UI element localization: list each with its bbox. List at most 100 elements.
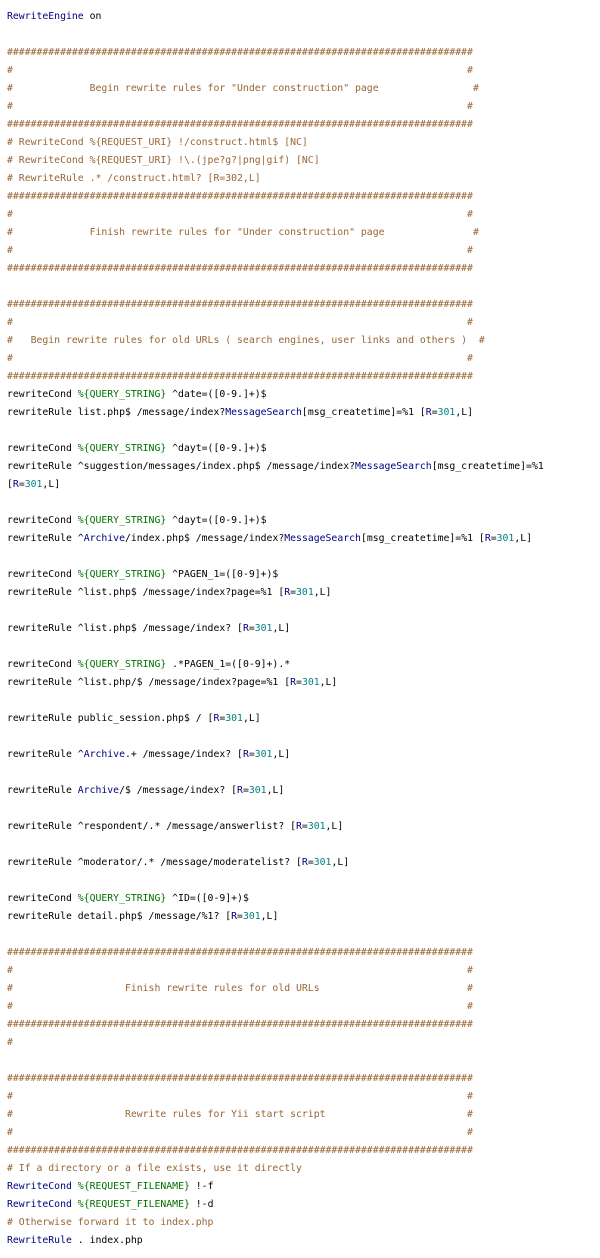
code-token: RewriteEngine: [7, 11, 84, 22]
comment-text: #: [7, 1037, 13, 1048]
code-token: ^PAGEN_1=([0-9]+)$: [166, 569, 279, 580]
code-line: rewriteRule Archive/$ /message/index? [R…: [7, 782, 600, 800]
comment-text: ########################################…: [7, 47, 473, 58]
comment-line: # #: [7, 98, 600, 116]
comment-line: # #: [7, 1088, 600, 1106]
code-token: .+ /message/index? [: [124, 749, 243, 760]
code-token: on: [83, 11, 102, 22]
code-token: rewriteCond: [7, 659, 78, 670]
comment-line: # Finish rewrite rules for old URLs #: [7, 980, 600, 998]
code-token: rewriteRule public_session.php$ / [: [7, 713, 214, 724]
comment-text: # #: [7, 245, 473, 256]
code-token: R: [296, 821, 302, 832]
comment-text: # #: [7, 1127, 473, 1138]
blank-line: [7, 800, 600, 818]
code-token: !-d: [189, 1199, 214, 1210]
code-token: rewriteRule ^respondent/.* /message/answ…: [7, 821, 297, 832]
comment-line: # #: [7, 242, 600, 260]
code-token: rewriteRule ^moderator/.* /message/moder…: [7, 857, 302, 868]
comment-line: # Begin rewrite rules for "Under constru…: [7, 80, 600, 98]
code-line: [R=301,L]: [7, 476, 600, 494]
comment-text: # RewriteCond %{REQUEST_URI} !/construct…: [7, 137, 308, 148]
code-token: rewriteRule ^list.php/$ /message/index?p…: [7, 677, 291, 688]
code-token: R: [484, 533, 491, 544]
comment-line: ########################################…: [7, 260, 600, 278]
comment-text: # Finish rewrite rules for old URLs #: [7, 983, 473, 994]
code-token: R: [290, 677, 297, 688]
code-token: ,L]: [313, 587, 332, 598]
code-token: =: [290, 587, 297, 598]
code-token: =: [307, 857, 314, 868]
code-token: 301: [24, 479, 43, 490]
code-line: rewriteCond %{QUERY_STRING} ^dayt=([0-9.…: [7, 440, 600, 458]
code-token: ,L]: [260, 911, 279, 922]
code-token: ^date=([0-9.]+)$: [166, 389, 267, 400]
blank-line: [7, 494, 600, 512]
code-token: [msg_createtime]=%1 [: [301, 407, 426, 418]
code-line: RewriteCond %{REQUEST_FILENAME} !-f: [7, 1178, 600, 1196]
code-token: 301: [254, 623, 273, 634]
code-line: rewriteCond %{QUERY_STRING} ^date=([0-9.…: [7, 386, 600, 404]
code-line: rewriteCond %{QUERY_STRING} ^PAGEN_1=([0…: [7, 566, 600, 584]
blank-line: [7, 548, 600, 566]
code-token: %{QUERY_STRING}: [77, 443, 167, 454]
code-token: =: [237, 911, 243, 922]
code-token: R: [425, 407, 432, 418]
code-token: =: [296, 677, 302, 688]
code-token: %{QUERY_STRING}: [77, 893, 167, 904]
comment-text: # #: [7, 353, 473, 364]
code-token: %{QUERY_STRING}: [77, 569, 167, 580]
comment-line: ########################################…: [7, 368, 600, 386]
code-line: rewriteCond %{QUERY_STRING} ^ID=([0-9]+)…: [7, 890, 600, 908]
comment-line: # Otherwise forward it to index.php: [7, 1214, 600, 1232]
code-token: =: [490, 533, 497, 544]
code-token: =: [301, 821, 308, 832]
comment-line: ########################################…: [7, 944, 600, 962]
code-token: 301: [296, 587, 314, 598]
code-token: R: [301, 857, 308, 868]
code-token: MessageSearch: [355, 461, 432, 472]
code-line: rewriteRule ^list.php$ /message/index?pa…: [7, 584, 600, 602]
comment-line: # Begin rewrite rules for old URLs ( sea…: [7, 332, 600, 350]
code-token: rewriteRule ^suggestion/messages/index.p…: [7, 461, 355, 472]
code-token: R: [242, 623, 249, 634]
code-token: ,L]: [325, 821, 344, 832]
code-token: R: [284, 587, 291, 598]
comment-line: # RewriteCond %{REQUEST_URI} !/construct…: [7, 134, 600, 152]
blank-line: [7, 602, 600, 620]
code-token: Archive: [83, 533, 125, 544]
blank-line: [7, 926, 600, 944]
comment-line: # #: [7, 350, 600, 368]
code-token: 301: [242, 911, 261, 922]
code-token: %{REQUEST_FILENAME}: [77, 1199, 190, 1210]
code-line: rewriteRule ^list.php$ /message/index? […: [7, 620, 600, 638]
code-token: rewriteRule ^list.php$ /message/index? [: [7, 623, 243, 634]
comment-line: ########################################…: [7, 1016, 600, 1034]
comment-text: ########################################…: [7, 371, 473, 382]
blank-line: [7, 26, 600, 44]
code-token: rewriteCond: [7, 569, 78, 580]
code-token: RewriteCond: [7, 1181, 72, 1192]
comment-text: # #: [7, 65, 473, 76]
code-line: RewriteEngine on: [7, 8, 600, 26]
code-line: RewriteCond %{REQUEST_FILENAME} !-d: [7, 1196, 600, 1214]
code-token: ^dayt=([0-9.]+)$: [166, 515, 267, 526]
comment-line: #: [7, 1034, 600, 1052]
blank-line: [7, 692, 600, 710]
code-line: rewriteRule ^moderator/.* /message/moder…: [7, 854, 600, 872]
comment-line: # Finish rewrite rules for "Under constr…: [7, 224, 600, 242]
code-token: =: [248, 749, 255, 760]
code-token: 301: [225, 713, 243, 724]
blank-line: [7, 728, 600, 746]
code-token: rewriteCond: [7, 515, 78, 526]
comment-line: # #: [7, 962, 600, 980]
code-token: MessageSearch: [284, 533, 361, 544]
code-token: %{QUERY_STRING}: [77, 389, 167, 400]
code-line: rewriteRule ^respondent/.* /message/answ…: [7, 818, 600, 836]
comment-text: # #: [7, 1001, 473, 1012]
code-token: rewriteRule ^: [7, 749, 84, 760]
code-token: Archive: [77, 785, 120, 796]
comment-text: # Finish rewrite rules for "Under constr…: [7, 227, 479, 238]
code-line: rewriteRule ^suggestion/messages/index.p…: [7, 458, 600, 476]
code-token: 301: [307, 821, 326, 832]
